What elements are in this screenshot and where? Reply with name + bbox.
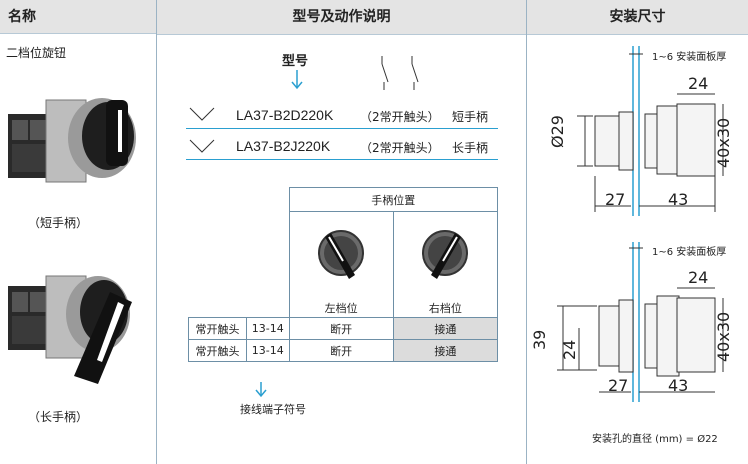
panel-thickness-label-2: 1~6 安装面板厚 (652, 247, 727, 258)
switch-position-table: 手柄位置 左档位 右档位 常开触头 13-14 (188, 187, 499, 362)
model-row-2-code: LA37-B2J220K (236, 138, 331, 154)
model-label: 型号 (282, 54, 309, 69)
dim-top-width-2: 24 (688, 268, 709, 287)
model-row-2-check-icon (189, 139, 215, 153)
dim-body-height-2: 40x30 (714, 311, 733, 362)
header-name: 名称 (0, 0, 156, 34)
model-row-1-underline (186, 128, 498, 129)
left-state-cell: 断开 (288, 317, 394, 340)
caption-long-handle: （长手柄） (28, 410, 89, 424)
model-row-1-check-icon (189, 107, 215, 121)
contact-type-cell: 常开触头 (188, 317, 247, 340)
column-divider-1 (156, 0, 157, 464)
product-photo-long-handle (8, 275, 132, 384)
header-dimensions: 安装尺寸 (527, 0, 748, 35)
terminal-cell: 13-14 (246, 317, 290, 340)
right-state-cell: 接通 (392, 317, 499, 340)
terminal-pointer-arrow (255, 382, 267, 398)
dim-length-2a: 27 (608, 376, 629, 395)
model-row-2-handle: 长手柄 (452, 141, 489, 155)
table-row: 常开触头 13-14 断开 接通 (188, 317, 499, 340)
product-photo-short-handle (8, 98, 136, 183)
table-row: 常开触头 13-14 断开 接通 (188, 339, 499, 362)
product-name: 二档位旋钮 (6, 46, 67, 60)
dim-head-diameter-1: Ø29 (548, 115, 567, 148)
dim-length-2b: 43 (668, 376, 689, 395)
dim-head-height-2: 39 (530, 329, 549, 350)
dim-length-1a: 27 (605, 190, 626, 209)
left-position-diagram (288, 211, 394, 300)
contact-type-cell: 常开触头 (188, 339, 247, 362)
model-row-1-code: LA37-B2D220K (236, 107, 334, 123)
mounting-hole-note: 安装孔的直径 (mm) = Ø22 (592, 434, 718, 445)
model-row-1-handle: 短手柄 (452, 110, 489, 124)
caption-short-handle: （短手柄） (28, 216, 89, 230)
dim-body-height-1: 40x30 (714, 117, 733, 168)
dim-top-width-1: 24 (688, 74, 709, 93)
model-row-2-contacts: （2常开触头） (360, 141, 440, 155)
left-state-cell: 断开 (288, 339, 394, 362)
left-position-label: 左档位 (288, 299, 394, 318)
model-row-1-contacts: （2常开触头） (360, 110, 440, 124)
knob-left-icon (318, 230, 365, 280)
right-state-cell: 接通 (392, 339, 499, 362)
panel-thickness-label-1: 1~6 安装面板厚 (652, 52, 727, 63)
contact-symbol (381, 56, 419, 90)
dimension-drawing-short (577, 46, 724, 216)
dimension-drawing-long (557, 242, 724, 402)
dim-length-1b: 43 (668, 190, 689, 209)
model-pointer-arrow (291, 70, 303, 90)
right-position-label: 右档位 (392, 299, 499, 318)
header-model-action: 型号及动作说明 (157, 0, 526, 35)
right-position-diagram (392, 211, 499, 300)
handle-position-header: 手柄位置 (288, 187, 498, 212)
model-row-2-underline (186, 159, 498, 160)
terminal-cell: 13-14 (246, 339, 290, 362)
column-divider-2 (526, 0, 527, 464)
knob-right-icon (422, 230, 469, 280)
dim-inner-height-2: 24 (560, 339, 579, 360)
terminal-label: 接线端子符号 (240, 403, 306, 416)
